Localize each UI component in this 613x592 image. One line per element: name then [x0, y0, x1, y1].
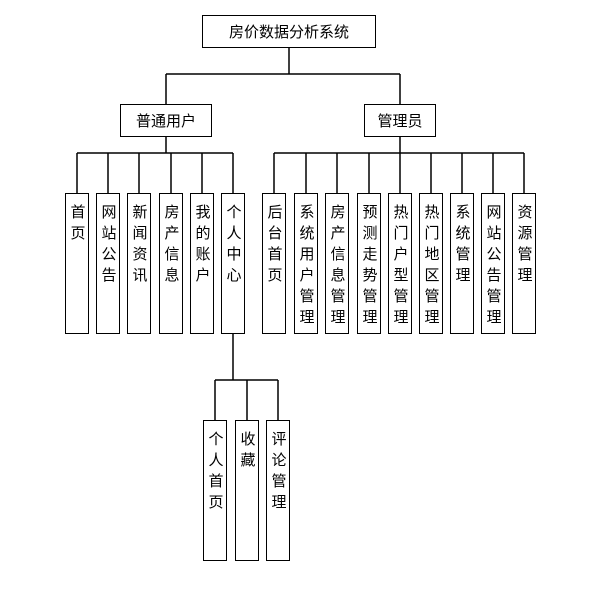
admin-role-label: 管理员: [377, 112, 423, 130]
admin-module-trend-forecast: 预测走势管理: [357, 193, 381, 334]
admin-module-popular-areas: 热门地区管理: [419, 193, 443, 334]
personal-module-label: 收藏: [238, 431, 257, 473]
admin-module-system: 系统管理: [450, 193, 474, 334]
personal-module-label: 评论管理: [269, 431, 288, 515]
admin-module-property-info: 房产信息管理: [325, 193, 349, 334]
personal-module-home: 个人首页: [203, 420, 227, 561]
admin-module-popular-layouts: 热门户型管理: [388, 193, 412, 334]
root-node-label: 房价数据分析系统: [228, 23, 349, 41]
personal-module-label: 个人首页: [206, 431, 225, 515]
admin-module-label: 后台首页: [265, 204, 284, 288]
user-module-property-info: 房产信息: [159, 193, 183, 334]
user-module-news: 新闻资讯: [127, 193, 151, 334]
admin-role-box: 管理员: [364, 104, 436, 137]
admin-module-label: 网站公告管理: [484, 204, 503, 330]
user-module-label: 首页: [68, 204, 87, 246]
user-module-my-account: 我的账户: [190, 193, 214, 334]
root-node-box: 房价数据分析系统: [202, 15, 376, 48]
admin-module-label: 资源管理: [515, 204, 534, 288]
admin-module-label: 热门地区管理: [422, 204, 441, 330]
admin-module-label: 房产信息管理: [328, 204, 347, 330]
personal-module-comments: 评论管理: [266, 420, 290, 561]
admin-module-label: 热门户型管理: [391, 204, 410, 330]
admin-module-label: 预测走势管理: [360, 204, 379, 330]
user-role-box: 普通用户: [120, 104, 212, 137]
admin-module-resources: 资源管理: [512, 193, 536, 334]
user-module-personal-center: 个人中心: [221, 193, 245, 334]
user-module-label: 网站公告: [99, 204, 118, 288]
admin-module-announcements: 网站公告管理: [481, 193, 505, 334]
user-module-label: 新闻资讯: [130, 204, 149, 288]
user-module-label: 房产信息: [162, 204, 181, 288]
user-role-label: 普通用户: [135, 112, 196, 130]
user-module-label: 个人中心: [224, 204, 243, 288]
user-module-label: 我的账户: [193, 204, 212, 288]
admin-module-label: 系统管理: [453, 204, 472, 288]
user-module-home: 首页: [65, 193, 89, 334]
admin-module-dashboard: 后台首页: [262, 193, 286, 334]
admin-module-label: 系统用户管理: [297, 204, 316, 330]
user-module-announcements: 网站公告: [96, 193, 120, 334]
personal-module-favorites: 收藏: [235, 420, 259, 561]
admin-module-system-users: 系统用户管理: [294, 193, 318, 334]
